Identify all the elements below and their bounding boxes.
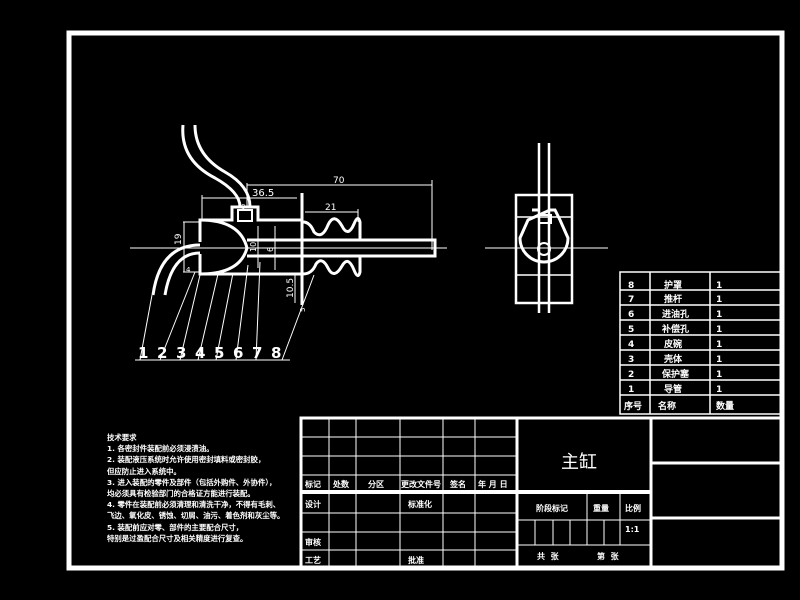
- approve-label: 批准: [408, 555, 424, 565]
- callout-6: 6: [233, 344, 243, 362]
- part-name: 护罩: [664, 279, 682, 291]
- tech-req-line: 3. 进入装配的零件及部件（包括外购件、外协件），: [107, 477, 277, 487]
- part-qty: 1: [716, 370, 722, 380]
- part-qty: 1: [716, 355, 722, 365]
- review-label: 审核: [305, 537, 321, 547]
- part-no: 5: [628, 325, 634, 335]
- part-qty: 1: [716, 281, 722, 291]
- part-qty: 1: [716, 340, 722, 350]
- callout-1: 1: [138, 344, 148, 362]
- side-view: [485, 143, 608, 313]
- part-no: 1: [628, 385, 634, 395]
- header-no: 序号: [624, 400, 642, 412]
- rev-header-doc: 更改文件号: [401, 479, 441, 489]
- part-qty: 1: [716, 385, 722, 395]
- part-qty: 1: [716, 295, 722, 305]
- tech-req-line: 但应防止进入系统中。: [107, 466, 181, 476]
- scale-value: 1:1: [625, 525, 640, 534]
- dim-0: 0: [241, 203, 245, 211]
- rev-header-zone: 分区: [368, 479, 384, 489]
- sheet-number: 第 张: [597, 551, 620, 561]
- dim-10-5: 10.5: [286, 278, 296, 298]
- dim-5: 5: [299, 308, 307, 312]
- design-label: 设计: [305, 499, 321, 509]
- part-name: 壳体: [663, 353, 683, 365]
- dim-6: 6: [266, 247, 275, 252]
- part-no: 6: [628, 310, 634, 320]
- part-no: 4: [628, 340, 634, 350]
- process-label: 工艺: [305, 555, 321, 565]
- part-no: 3: [628, 355, 634, 365]
- callout-8: 8: [271, 344, 281, 362]
- dim-4: 4: [186, 266, 191, 274]
- weight-label: 重量: [593, 503, 609, 513]
- part-no: 8: [628, 281, 634, 291]
- callout-2: 2: [157, 344, 167, 362]
- sheets-total: 共 张: [537, 551, 560, 561]
- tech-req-line: 特别是过盈配合尺寸及相关精度进行复查。: [107, 533, 248, 543]
- part-no: 7: [628, 295, 634, 305]
- callout-3: 3: [176, 344, 186, 362]
- standardization-label: 标准化: [407, 499, 432, 509]
- scale-label: 比例: [625, 503, 641, 513]
- part-name: 补偿孔: [661, 323, 689, 335]
- title-block-grid: [299, 416, 784, 570]
- part-name: 皮碗: [663, 338, 682, 350]
- tech-req-line: 5. 装配前应对零、部件的主要配合尺寸，: [107, 522, 244, 532]
- part-qty: 1: [716, 325, 722, 335]
- rev-header-count: 处数: [332, 479, 350, 489]
- header-name: 名称: [658, 400, 676, 412]
- part-name: 推杆: [664, 293, 682, 305]
- part-name: 保护塞: [661, 368, 690, 380]
- dim-36-5: 36.5: [252, 188, 274, 199]
- rev-header-sign: 签名: [449, 479, 466, 489]
- part-name: 导管: [664, 383, 682, 395]
- callout-4: 4: [195, 344, 205, 362]
- callout-5: 5: [214, 344, 224, 362]
- part-callouts: 1 2 3 4 5 6 7 8: [138, 344, 281, 362]
- technical-requirements: 技术要求 1. 各密封件装配前必须浸渍油。 2. 装配液压系统时允许使用密封填料…: [107, 432, 284, 544]
- callout-7: 7: [252, 344, 262, 362]
- part-qty: 1: [716, 310, 722, 320]
- tech-req-line: 均必须具有检验部门的合格证方能进行装配。: [107, 489, 255, 499]
- tech-req-line: 1. 各密封件装配前必须浸渍油。: [107, 444, 214, 454]
- tech-req-line: 2. 装配液压系统时允许使用密封填料或密封胶，: [107, 455, 266, 465]
- dim-19: 19: [174, 233, 184, 245]
- drawing-title: 主缸: [561, 451, 597, 473]
- rev-header-mark: 标记: [304, 479, 321, 489]
- tech-req-line: 4. 零件在装配前必须清理和清洗干净，不得有毛刺、: [107, 500, 281, 510]
- tech-req-heading: 技术要求: [107, 433, 137, 442]
- main-cylinder-section-view: 70 36.5 21 19 4 0 10 6 10.5 5 1 2 3 4 5 …: [130, 124, 447, 362]
- dim-21: 21: [325, 203, 336, 213]
- part-name: 进油孔: [662, 308, 689, 320]
- dim-10: 10: [249, 242, 258, 252]
- parts-list-table: [619, 271, 782, 415]
- tech-req-line: 飞边、氧化皮、锈蚀、切屑、油污、着色剂和灰尘等。: [107, 511, 285, 521]
- header-qty: 数量: [716, 400, 734, 412]
- dim-70: 70: [333, 176, 345, 186]
- rev-header-date: 年 月 日: [478, 479, 508, 489]
- part-no: 2: [628, 370, 634, 380]
- stage-mark-label: 阶段标记: [536, 503, 568, 513]
